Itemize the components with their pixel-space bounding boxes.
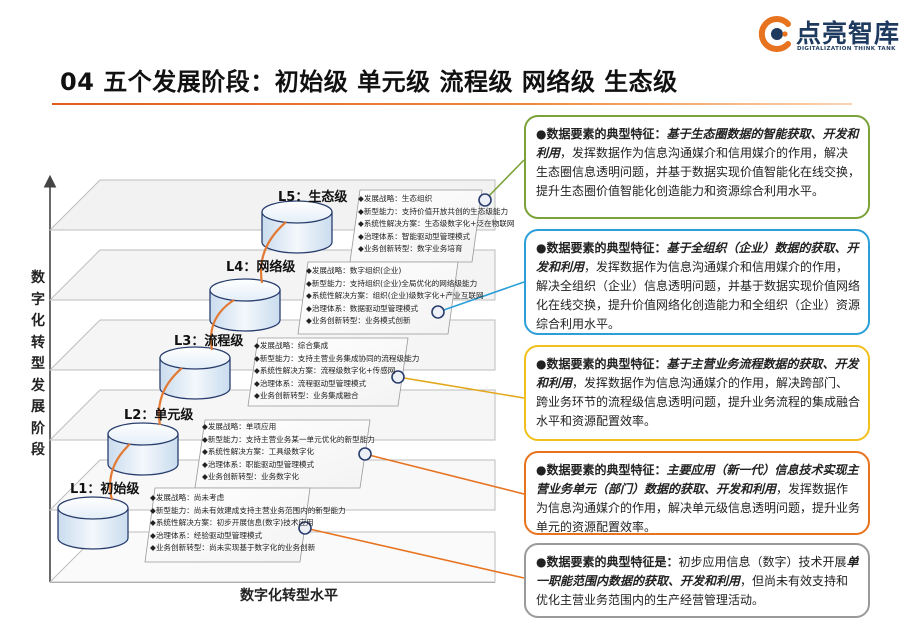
stage-caption-l4: ◆发展战略：数字组织(企业) ◆新型能力：支持组织(企业)全局优化的网络级能力 …	[306, 265, 484, 328]
caption-item: ◆治理体系：职能驱动型管理模式	[202, 459, 315, 469]
plate-l4	[297, 261, 459, 335]
caption-item: ◆业务创新转型：业务数字化	[202, 472, 299, 482]
stage-label-l1: L1：初始级	[70, 482, 140, 497]
connector-l2	[364, 453, 525, 495]
caption-item: ◆发展战略：尚未考虑	[150, 493, 225, 502]
caption-item: ◆系统性解决方案：组织(企业)级数字化+产业互联网	[306, 291, 484, 301]
caption-item: ◆业务创新转型：尚未实现基于数字化的业务创新	[150, 543, 316, 553]
feature-text: ，发挥数据作为信息沟通媒介的作用，解决跨部门、跨业务环节的流程级信息透明问题，提…	[536, 376, 861, 428]
feature-text: ，发挥数据作为信息沟通媒介的作用，解决单元级信息透明问题，提升业务单元的资源配置…	[536, 482, 861, 534]
caption-item: ◆系统性解决方案：生态级数字化+泛在物联网	[358, 219, 515, 229]
connector-l1	[304, 527, 525, 579]
cylinder-l2	[107, 422, 179, 476]
knob-l1	[298, 521, 312, 535]
connector-l3	[397, 376, 525, 399]
caption-item: ◆治理体系：流程驱动型管理模式	[254, 378, 367, 388]
feature-text: ，发挥数据作为信息沟通媒介和信用媒介的作用，解决全组织（企业）信息透明问题，并基…	[536, 260, 861, 331]
cylinder-l3	[159, 346, 231, 400]
feature-emphasis: 单一职能范围内数据的获取、开发和利用	[536, 555, 859, 588]
page-title: 04 五个发展阶段：初始级 单元级 流程级 网络级 生态级	[60, 68, 678, 96]
y-axis-label: 数字化转型发展阶段	[31, 270, 45, 458]
stage-label-l5: L5：生态级	[278, 190, 348, 205]
cylinder-l1	[57, 496, 129, 550]
knob-l5	[478, 193, 492, 207]
brand-mark-icon	[758, 16, 791, 52]
x-axis-label: 数字化转型水平	[240, 588, 338, 604]
stage-caption-l2: ◆发展战略：单项应用 ◆新型能力：支持主营业务某一单元优化的新型能力 ◆系统性解…	[202, 421, 375, 484]
knob-l3	[391, 370, 405, 384]
cylinder-l5	[261, 200, 333, 254]
plate-l2	[194, 419, 371, 489]
caption-item: ◆治理体系：经验驱动型管理模式	[150, 530, 263, 540]
feature-emphasis: 基于主营业务流程数据的获取、开发和利用	[536, 357, 859, 390]
caption-item: ◆业务创新转型：业务集成融合	[254, 391, 359, 401]
stage-label-l3: L3：流程级	[174, 334, 244, 349]
feature-lead: ●数据要素的典型特征：	[536, 357, 667, 371]
feature-emphasis: 主要应用（新一代）信息技术实现主营业务单元（部门）数据的获取、开发和利用	[536, 463, 859, 496]
plate-l3	[247, 337, 409, 407]
caption-item: ◆发展战略：生态组织	[358, 194, 433, 203]
arc-l1-l2	[109, 443, 131, 501]
caption-item: ◆系统性解决方案：流程级数字化+传感网	[254, 366, 396, 376]
feature-box-l1: ●数据要素的典型特征是：初步应用信息（数字）技术开展单一职能范围内数据的获取、开…	[524, 543, 870, 618]
stage-label-l2: L2：单元级	[124, 408, 194, 423]
connector-l5	[484, 159, 525, 201]
arc-l2-l3	[157, 367, 183, 426]
feature-text: ，发挥数据作为信息沟通媒介和信用媒介的作用，解决生态圈信息透明问题，并基于数据实…	[536, 146, 861, 198]
stage-caption-l5: ◆发展战略：生态组织 ◆新型能力：支持价值开放共创的生态级能力 ◆系统性解决方案…	[358, 193, 514, 256]
feature-emphasis: 基于生态圈数据的智能获取、开发和利用	[536, 127, 859, 160]
stage-caption-l3: ◆发展战略：综合集成 ◆新型能力：支持主营业务集成协同的流程级能力 ◆系统性解决…	[254, 340, 419, 403]
feature-lead: ●数据要素的典型特征：	[536, 127, 667, 141]
caption-item: ◆发展战略：单项应用	[202, 422, 277, 431]
feature-box-l2: ●数据要素的典型特征：主要应用（新一代）信息技术实现主营业务单元（部门）数据的获…	[524, 451, 870, 535]
caption-item: ◆新型能力：支持价值开放共创的生态级能力	[358, 206, 509, 216]
brand-name: 点亮智库	[796, 19, 901, 48]
arc-l4-l5	[260, 221, 287, 284]
feature-lead: ●数据要素的典型特征：	[536, 241, 667, 255]
feature-text: ，但尚未有效支持和优化主营业务范围内的生产经营管理活动。	[536, 574, 849, 607]
plate-l5	[349, 189, 483, 263]
caption-item: ◆新型能力：尚未有效建成支持主营业务范围内的新型能力	[150, 505, 346, 515]
caption-item: ◆发展战略：数字组织(企业)	[306, 266, 402, 275]
caption-item: ◆新型能力：支持主营业务某一单元优化的新型能力	[202, 434, 375, 444]
feature-text-prefix: 初步应用信息（数字）技术开展	[678, 555, 847, 569]
title-underline	[52, 103, 852, 105]
caption-item: ◆治理体系：数据驱动型管理模式	[306, 303, 419, 313]
stage-caption-l1: ◆发展战略：尚未考虑 ◆新型能力：尚未有效建成支持主营业务范围内的新型能力 ◆系…	[150, 492, 346, 555]
stage-label-l4: L4：网络级	[226, 260, 296, 275]
knob-l2	[358, 447, 372, 461]
knob-l4	[431, 305, 445, 319]
feature-box-l3: ●数据要素的典型特征：基于主营业务流程数据的获取、开发和利用，发挥数据作为信息沟…	[524, 345, 870, 441]
brand-logo: 点亮智库 DIGITALIZATION THINK TANK	[752, 12, 902, 60]
caption-item: ◆业务创新转型：数字业务培育	[358, 244, 463, 254]
arc-l3-l4	[209, 299, 235, 351]
feature-box-l4: ●数据要素的典型特征：基于全组织（企业）数据的获取、开发和利用，发挥数据作为信息…	[524, 229, 870, 335]
feature-emphasis: 基于全组织（企业）数据的获取、开发和利用	[536, 241, 859, 274]
caption-item: ◆系统性解决方案：工具级数字化	[202, 447, 315, 457]
brand-tagline: DIGITALIZATION THINK TANK	[797, 46, 896, 52]
caption-item: ◆新型能力：支持组织(企业)全局优化的网络级能力	[306, 278, 478, 288]
caption-item: ◆发展战略：综合集成	[254, 341, 329, 350]
feature-lead: ●数据要素的典型特征是：	[536, 555, 679, 569]
caption-item: ◆系统性解决方案：初步开展信息(数字)技术应用	[150, 518, 314, 528]
plate-l1	[144, 487, 311, 563]
caption-item: ◆业务创新转型：业务模式创新	[306, 316, 411, 326]
feature-box-l5: ●数据要素的典型特征：基于生态圈数据的智能获取、开发和利用，发挥数据作为信息沟通…	[524, 115, 870, 219]
caption-item: ◆新型能力：支持主营业务集成协同的流程级能力	[254, 353, 420, 363]
connector-l4	[437, 281, 525, 313]
feature-lead: ●数据要素的典型特征：	[536, 463, 667, 477]
caption-item: ◆治理体系：智能驱动型管理模式	[358, 231, 471, 241]
cylinder-l4	[209, 278, 281, 332]
